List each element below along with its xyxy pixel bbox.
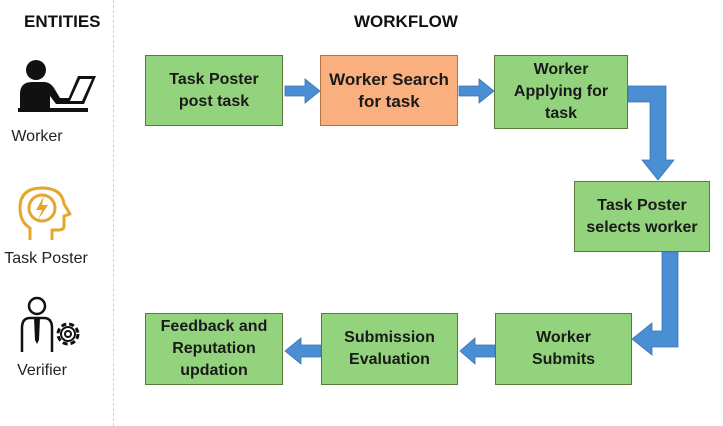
section-divider [113,0,114,426]
arrow-apply-to-select [627,85,675,181]
entity-label-worker: Worker [11,128,63,145]
step-worker-applying-for-task: Worker Applying for task [494,55,628,129]
step-worker-submits: Worker Submits [495,313,632,385]
entity-label-verifier: Verifier [17,362,67,379]
arrow-search-to-apply [458,78,495,104]
head-lightning-icon [18,186,72,240]
arrow-post-to-search [284,78,321,104]
worker-laptop-icon [18,60,96,112]
workflow-heading: WORKFLOW [354,12,458,31]
arrow-select-to-submit [631,251,679,356]
step-feedback-and-reputation-updation: Feedback and Reputation updation [145,313,283,385]
entities-heading: ENTITIES [24,12,101,31]
step-worker-search-for-task: Worker Search for task [320,55,458,126]
step-submission-evaluation: Submission Evaluation [321,313,458,385]
step-task-poster-selects-worker: Task Poster selects worker [574,181,710,252]
arrow-evaluate-to-feedback [284,337,322,365]
step-task-poster-post-task: Task Poster post task [145,55,283,126]
arrow-submit-to-evaluate [459,337,496,365]
entity-label-task-poster: Task Poster [4,250,88,267]
verifier-gear-icon [20,296,80,352]
